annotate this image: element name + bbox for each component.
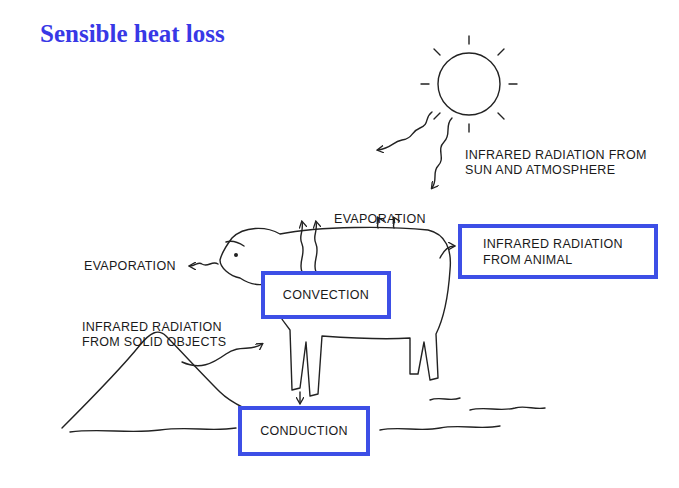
sun: [438, 53, 500, 115]
slide-title: Sensible heat loss: [40, 20, 225, 48]
ground: [380, 426, 500, 430]
ground: [70, 428, 236, 432]
label-box: CONDUCTION: [238, 406, 370, 456]
conduction-arrow: [299, 392, 300, 403]
label-box: INFRARED RADIATION FROM ANIMAL: [458, 224, 658, 279]
evaporation-arrow: [190, 263, 218, 266]
box-label: INFRARED RADIATION FROM ANIMAL: [483, 236, 633, 268]
radiation-label: INFRARED RADIATION FROM SUN AND ATMOSPHE…: [465, 148, 665, 178]
convection-arrow: [301, 222, 304, 272]
evaporation-label: EVAPORATION: [84, 259, 194, 274]
sun-radiation-arrow: [432, 118, 452, 188]
label-box: CONVECTION: [261, 271, 391, 319]
evaporation-label: EVAPORATION: [334, 212, 454, 227]
ground: [430, 398, 460, 400]
sheep: [220, 227, 450, 396]
sun-radiation-arrow: [378, 112, 432, 150]
convection-arrow: [315, 222, 318, 272]
sun-rays: [421, 36, 517, 132]
sheep-eye: [235, 254, 238, 257]
box-label: CONDUCTION: [260, 423, 348, 439]
radiation-label: INFRARED RADIATION FROM SOLID OBJECTS: [82, 320, 257, 350]
sheep-ear: [226, 241, 244, 246]
ground: [470, 407, 545, 410]
animal-radiation-arrow: [440, 246, 454, 258]
box-label: CONVECTION: [283, 287, 369, 303]
